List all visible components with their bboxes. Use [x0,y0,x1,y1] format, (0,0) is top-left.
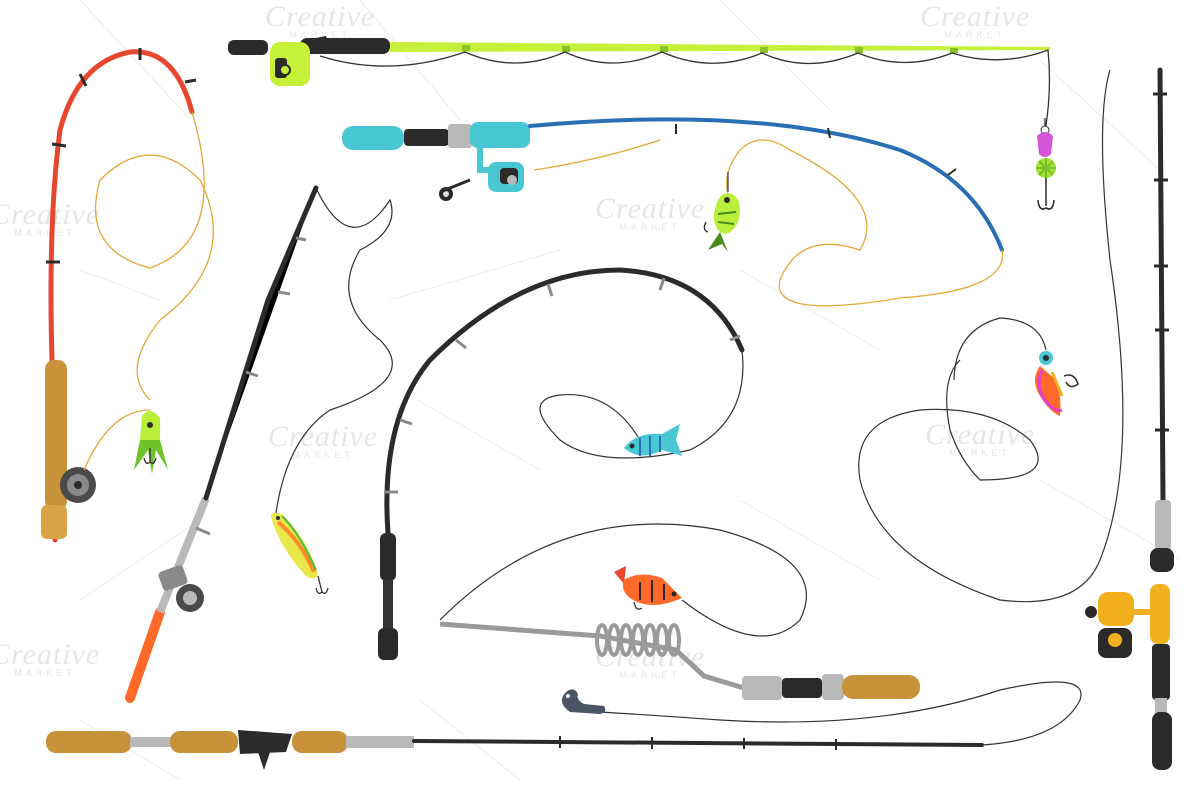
vertical-rod-yellow-reel [1085,67,1174,770]
lure-worm [561,689,606,714]
curved-rod-black [378,267,745,660]
spring-feeder-rod [439,523,920,700]
lure-frog [134,410,168,474]
lure-feather-jig [858,69,1124,603]
lure-spinner-pink [1036,118,1056,210]
casting-rod-horizontal [46,681,1082,770]
telescopic-rod-orange [125,185,393,703]
lure-minnow [271,512,329,594]
spinning-rod-blue [342,117,1004,307]
fly-rod-red [41,48,214,543]
lure-blue-fish [624,424,682,456]
spinning-rod-lime [228,36,1051,133]
lure-yellow-fish [703,172,740,252]
lure-red-fish [614,566,682,610]
watermark-lines [79,0,1181,781]
